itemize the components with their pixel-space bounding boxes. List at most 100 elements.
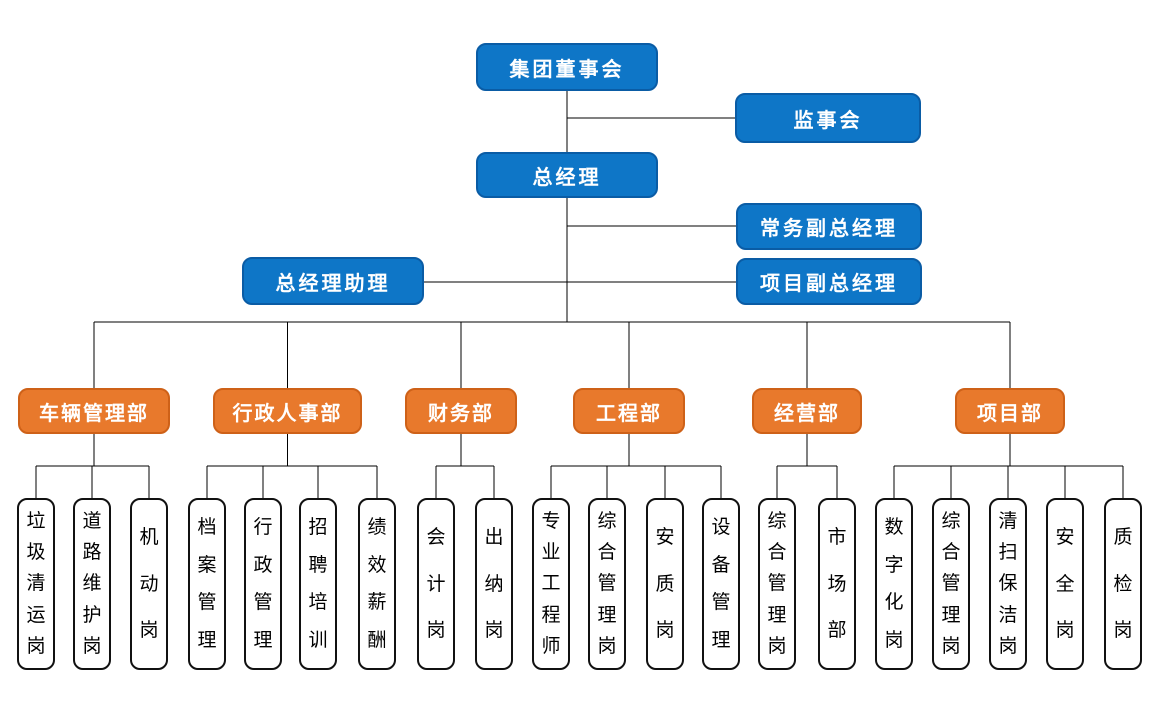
position-node-5-2: 市场部 [818, 498, 856, 670]
position-char: 洁 [998, 604, 1018, 626]
node-general-manager: 总经理 [476, 152, 658, 198]
position-char: 会 [426, 526, 446, 548]
position-char: 专 [541, 511, 561, 533]
position-char: 质 [655, 573, 675, 595]
position-char: 维 [82, 573, 102, 595]
position-char: 岗 [26, 635, 46, 657]
position-node-3-1: 会计岗 [417, 498, 455, 670]
position-char: 护 [82, 604, 102, 626]
position-node-2-3: 招聘培训 [299, 498, 337, 670]
position-char: 检 [1113, 573, 1133, 595]
department-node-6: 项目部 [955, 388, 1065, 434]
department-node-1: 车辆管理部 [18, 388, 170, 434]
position-node-4-4: 设备管理 [702, 498, 740, 670]
position-char: 设 [711, 517, 731, 539]
department-node-2: 行政人事部 [213, 388, 362, 434]
position-node-6-1: 数字化岗 [875, 498, 913, 670]
position-node-4-3: 安质岗 [646, 498, 684, 670]
department-node-4: 工程部 [573, 388, 685, 434]
position-char: 理 [597, 604, 617, 626]
node-gm-assistant: 总经理助理 [242, 257, 424, 305]
position-char: 岗 [139, 620, 159, 642]
position-char: 安 [655, 526, 675, 548]
position-node-2-1: 档案管理 [188, 498, 226, 670]
position-char: 清 [26, 573, 46, 595]
node-supervisory-board: 监事会 [735, 93, 921, 143]
position-char: 薪 [367, 592, 387, 614]
position-char: 档 [197, 517, 217, 539]
department-node-3: 财务部 [405, 388, 517, 434]
position-char: 管 [253, 592, 273, 614]
position-char: 行 [253, 517, 273, 539]
node-project-deputy-gm: 项目副总经理 [736, 258, 922, 305]
position-char: 理 [941, 604, 961, 626]
position-char: 程 [541, 604, 561, 626]
position-char: 业 [541, 542, 561, 564]
position-char: 全 [1055, 573, 1075, 595]
position-char: 培 [308, 592, 328, 614]
position-char: 岗 [597, 635, 617, 657]
position-char: 机 [139, 526, 159, 548]
position-char: 岗 [767, 635, 787, 657]
position-char: 理 [253, 629, 273, 651]
position-char: 纳 [484, 573, 504, 595]
position-char: 道 [82, 511, 102, 533]
position-char: 理 [197, 629, 217, 651]
position-char: 效 [367, 554, 387, 576]
node-board-of-directors: 集团董事会 [476, 43, 658, 91]
position-char: 场 [827, 573, 847, 595]
position-char: 计 [426, 573, 446, 595]
position-char: 运 [26, 604, 46, 626]
position-node-1-2: 道路维护岗 [73, 498, 111, 670]
position-char: 管 [941, 573, 961, 595]
position-node-1-1: 垃圾清运岗 [17, 498, 55, 670]
position-node-5-1: 综合管理岗 [758, 498, 796, 670]
position-char: 聘 [308, 554, 328, 576]
position-char: 数 [884, 517, 904, 539]
position-char: 合 [597, 542, 617, 564]
position-char: 动 [139, 573, 159, 595]
position-char: 出 [484, 526, 504, 548]
position-node-3-2: 出纳岗 [475, 498, 513, 670]
position-char: 合 [941, 542, 961, 564]
position-node-2-4: 绩效薪酬 [358, 498, 396, 670]
position-char: 综 [597, 511, 617, 533]
position-node-6-5: 质检岗 [1104, 498, 1142, 670]
position-char: 部 [827, 620, 847, 642]
position-char: 管 [711, 592, 731, 614]
position-node-1-3: 机动岗 [130, 498, 168, 670]
position-char: 字 [884, 554, 904, 576]
node-executive-deputy-gm: 常务副总经理 [736, 203, 922, 250]
position-char: 理 [767, 604, 787, 626]
position-char: 招 [308, 517, 328, 539]
department-node-5: 经营部 [752, 388, 862, 434]
position-char: 扫 [998, 542, 1018, 564]
position-char: 综 [767, 511, 787, 533]
position-char: 管 [197, 592, 217, 614]
position-node-6-2: 综合管理岗 [932, 498, 970, 670]
position-char: 岗 [484, 620, 504, 642]
position-char: 路 [82, 542, 102, 564]
position-char: 工 [541, 573, 561, 595]
position-char: 岗 [941, 635, 961, 657]
position-char: 政 [253, 554, 273, 576]
position-char: 管 [597, 573, 617, 595]
position-char: 备 [711, 554, 731, 576]
position-char: 清 [998, 511, 1018, 533]
position-char: 合 [767, 542, 787, 564]
position-char: 圾 [26, 542, 46, 564]
position-char: 化 [884, 592, 904, 614]
position-char: 岗 [655, 620, 675, 642]
position-char: 理 [711, 629, 731, 651]
position-char: 案 [197, 554, 217, 576]
position-char: 岗 [884, 629, 904, 651]
position-node-2-2: 行政管理 [244, 498, 282, 670]
position-node-6-3: 清扫保洁岗 [989, 498, 1027, 670]
position-char: 岗 [1113, 620, 1133, 642]
position-node-4-1: 专业工程师 [532, 498, 570, 670]
position-char: 管 [767, 573, 787, 595]
position-char: 安 [1055, 526, 1075, 548]
position-char: 综 [941, 511, 961, 533]
